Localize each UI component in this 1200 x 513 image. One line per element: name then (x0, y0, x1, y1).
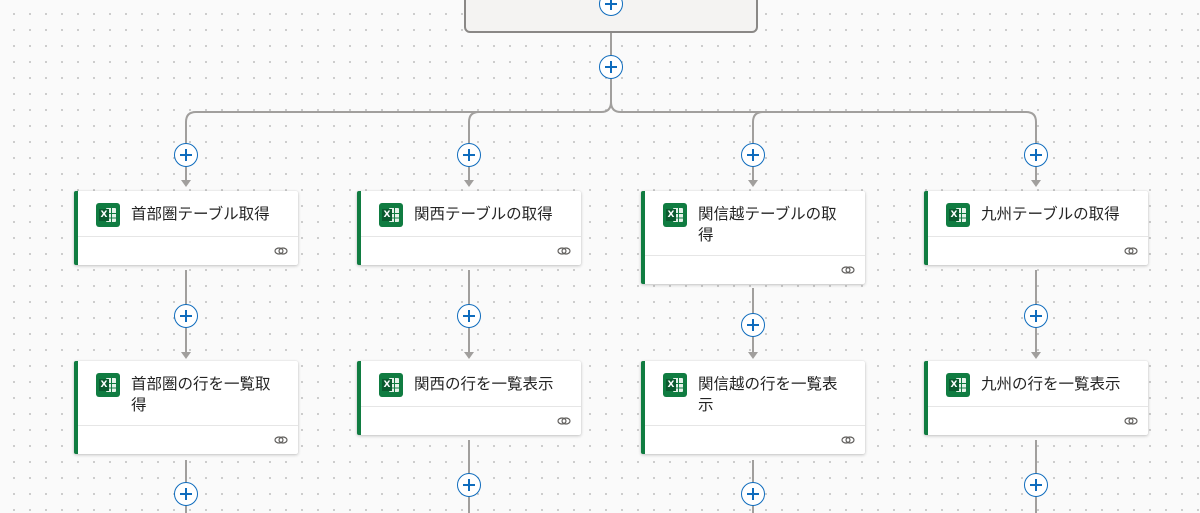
action-card-get-table[interactable]: X 関西テーブルの取得 (357, 191, 581, 265)
excel-online-icon: X (946, 373, 970, 397)
add-action-button[interactable] (1024, 143, 1048, 167)
action-title: 関西の行を一覧表示 (414, 375, 554, 393)
add-action-button[interactable] (599, 0, 623, 16)
link-icon[interactable] (841, 264, 855, 276)
add-action-button[interactable] (174, 143, 198, 167)
action-title: 九州の行を一覧表示 (981, 375, 1121, 393)
add-action-button[interactable] (741, 313, 765, 337)
add-action-button[interactable] (1024, 473, 1048, 497)
action-card-get-table[interactable]: X 関信越テーブルの取得 (641, 191, 865, 284)
add-action-button[interactable] (457, 304, 481, 328)
action-title: 九州テーブルの取得 (981, 205, 1120, 223)
action-title: 関西テーブルの取得 (414, 205, 553, 223)
link-icon[interactable] (1124, 245, 1138, 257)
excel-online-icon: X (96, 373, 120, 397)
action-card-list-rows[interactable]: X 関西の行を一覧表示 (357, 361, 581, 435)
link-icon[interactable] (274, 434, 288, 446)
action-card-get-table[interactable]: X 首部圏テーブル取得 (74, 191, 298, 265)
action-card-list-rows[interactable]: X 首部圏の行を一覧取得 (74, 361, 298, 454)
excel-online-icon: X (946, 203, 970, 227)
excel-online-icon: X (96, 203, 120, 227)
excel-online-icon: X (663, 373, 687, 397)
action-title: 関信越テーブルの取得 (698, 205, 837, 244)
action-title: 関信越の行を一覧表示 (698, 375, 838, 414)
action-card-get-table[interactable]: X 九州テーブルの取得 (924, 191, 1148, 265)
excel-online-icon: X (379, 203, 403, 227)
add-action-button[interactable] (174, 304, 198, 328)
add-action-button[interactable] (741, 482, 765, 506)
link-icon[interactable] (274, 245, 288, 257)
add-action-button[interactable] (741, 143, 765, 167)
excel-online-icon: X (663, 203, 687, 227)
action-card-list-rows[interactable]: X 九州の行を一覧表示 (924, 361, 1148, 435)
add-action-button[interactable] (457, 473, 481, 497)
add-action-button[interactable] (174, 482, 198, 506)
link-icon[interactable] (841, 434, 855, 446)
link-icon[interactable] (557, 245, 571, 257)
add-action-button[interactable] (599, 55, 623, 79)
excel-online-icon: X (379, 373, 403, 397)
action-title: 首部圏の行を一覧取得 (131, 375, 271, 414)
link-icon[interactable] (1124, 415, 1138, 427)
action-title: 首部圏テーブル取得 (131, 205, 270, 223)
add-action-button[interactable] (1024, 304, 1048, 328)
link-icon[interactable] (557, 415, 571, 427)
action-card-list-rows[interactable]: X 関信越の行を一覧表示 (641, 361, 865, 454)
add-action-button[interactable] (457, 143, 481, 167)
